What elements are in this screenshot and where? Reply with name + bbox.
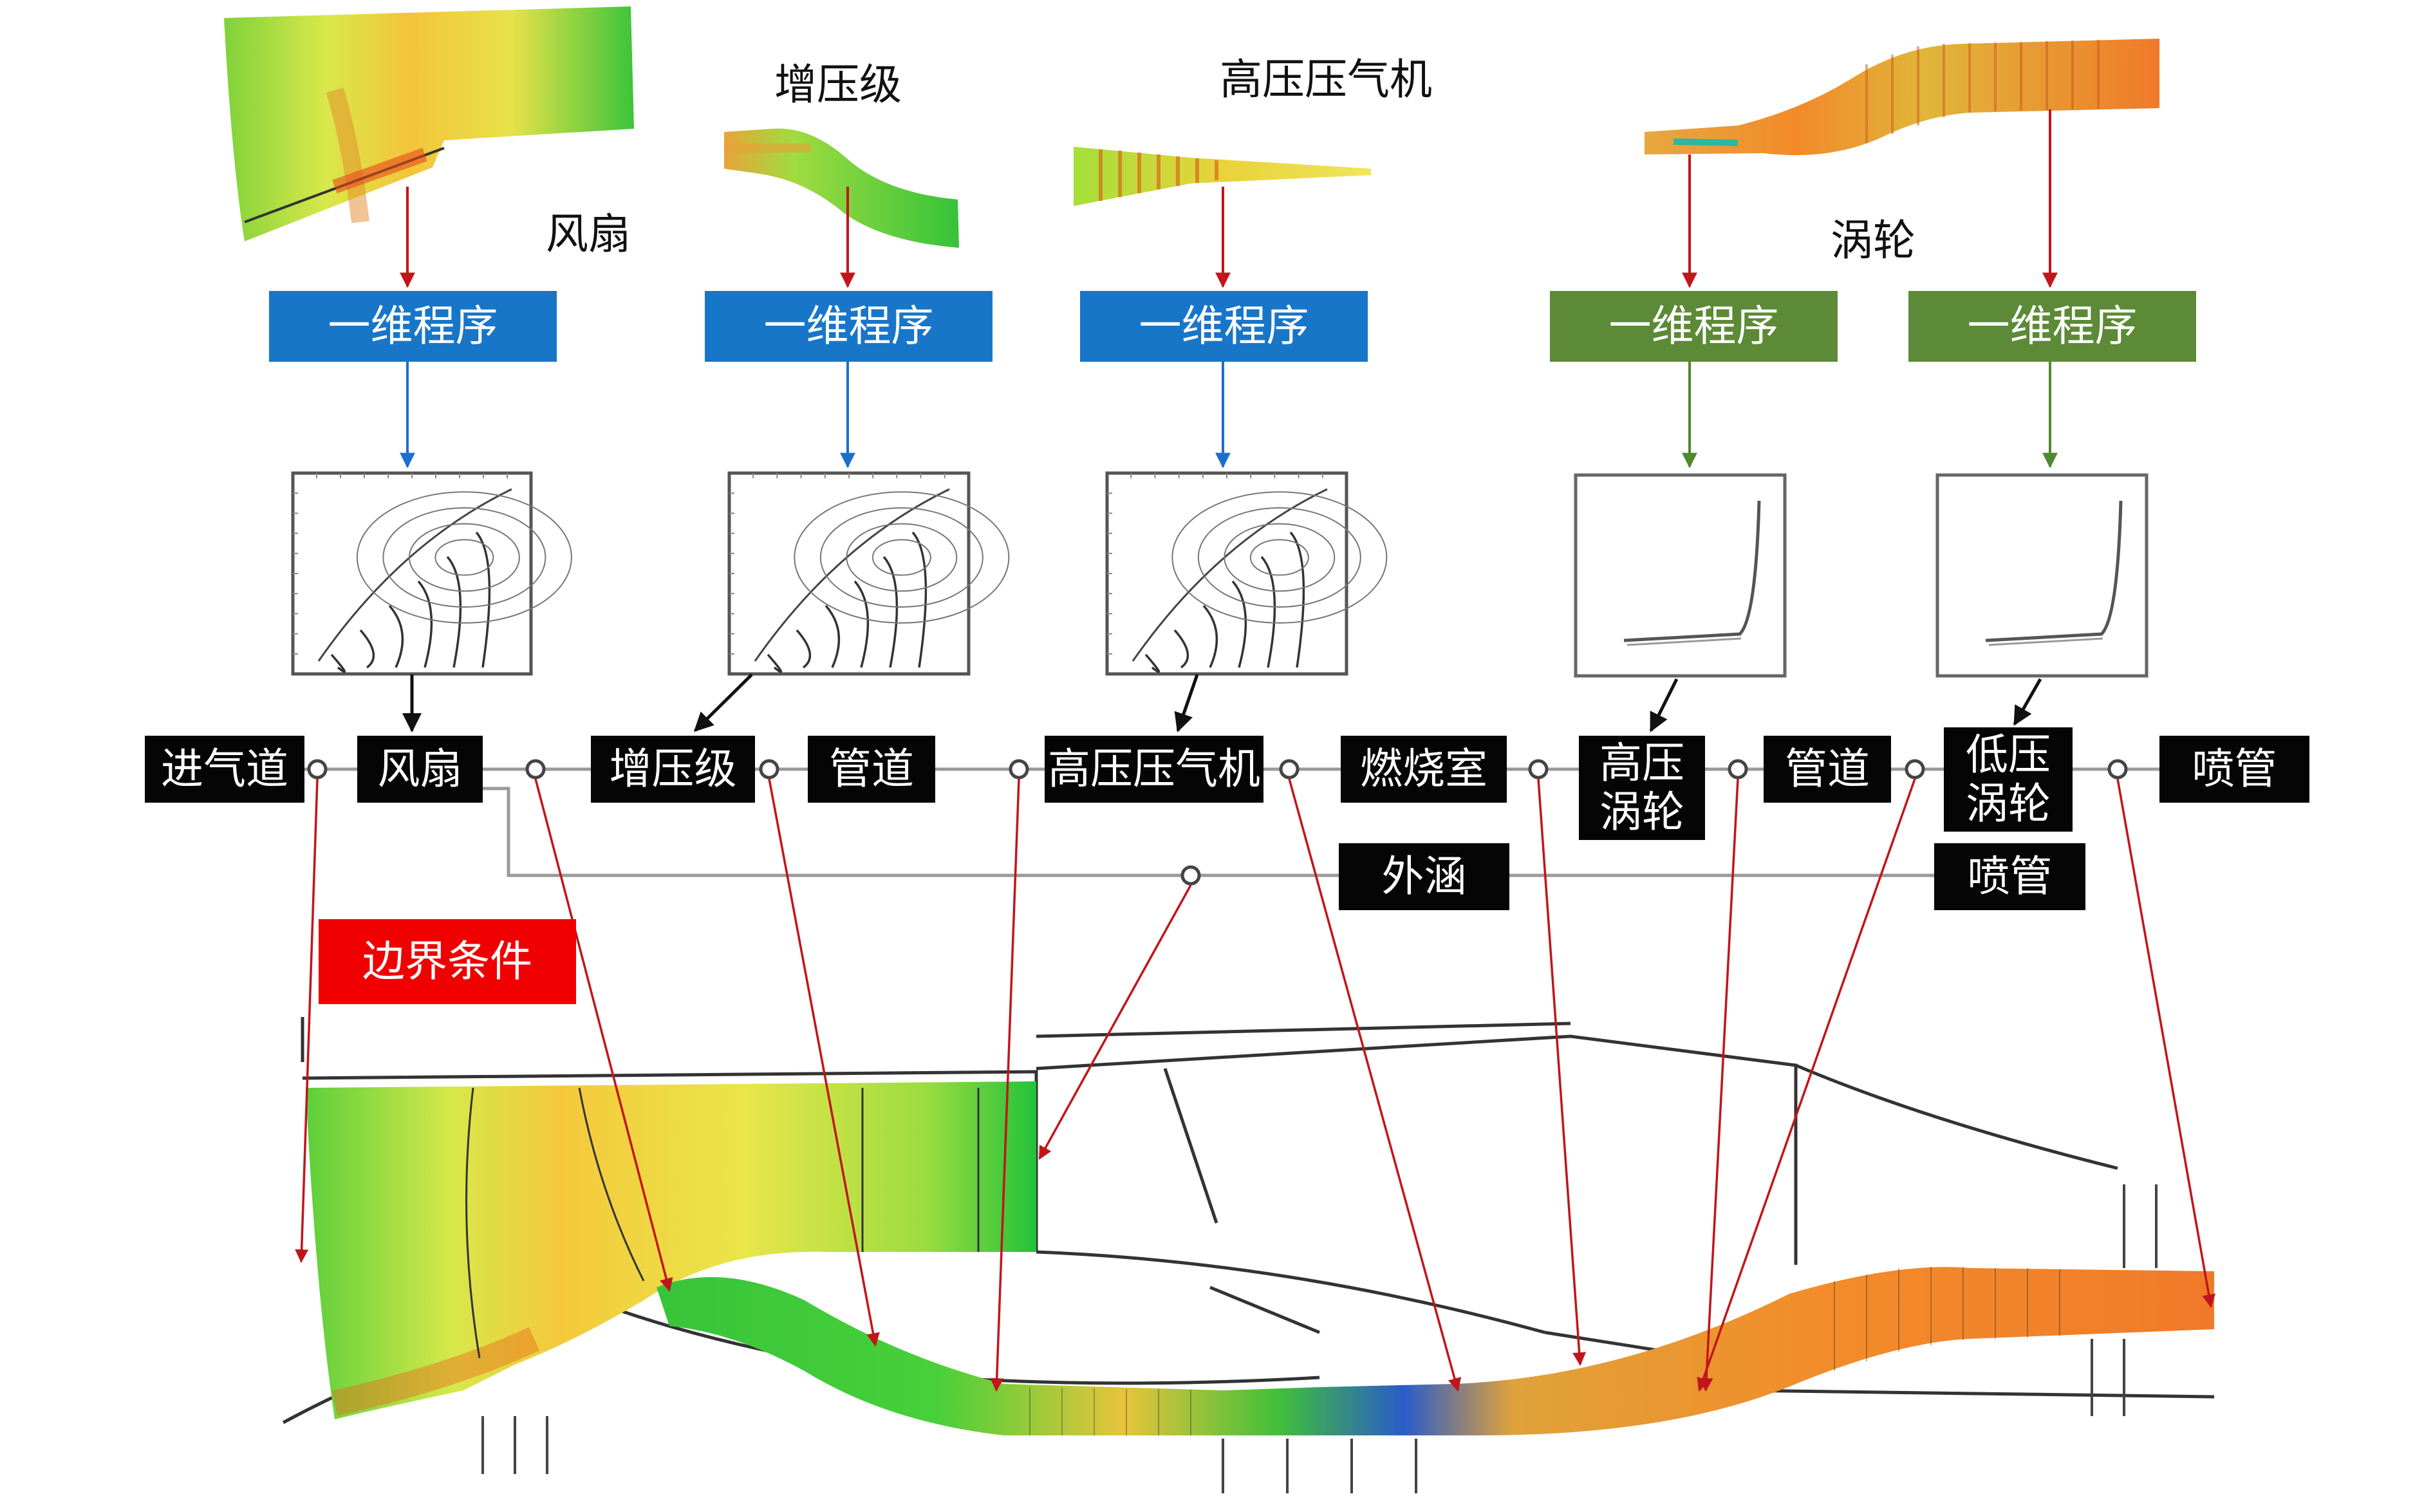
node-inlet: 进气道 [145, 736, 304, 803]
image-to-program-arrows [400, 109, 2058, 288]
node-lpt: 低压 涡轮 [1944, 727, 2073, 832]
turbine-maps [1574, 473, 2149, 678]
label-turbine: 涡轮 [1831, 216, 1916, 265]
program-to-map-arrows-green [1682, 360, 2058, 469]
engine-cross-section [282, 1017, 2215, 1493]
flow-junctions [307, 759, 2128, 886]
node-bypass-nozzle: 喷管 [1934, 843, 2085, 910]
boundary-condition-arrows [295, 778, 2216, 1392]
node-booster: 增压级 [591, 736, 755, 803]
program-box-hpt: 一维程序 [1550, 291, 1838, 362]
node-lpt-line2: 涡轮 [1966, 779, 2051, 828]
program-box-booster: 一维程序 [705, 291, 993, 362]
map-to-node-arrows [402, 673, 2042, 733]
compressor-map-0 [291, 471, 572, 676]
boundary-condition-box: 边界条件 [319, 919, 576, 1004]
label-fan: 风扇 [546, 209, 631, 259]
program-box-fan: 一维程序 [269, 291, 557, 362]
node-hpt: 高压 涡轮 [1579, 736, 1705, 840]
node-bypass: 外涵 [1339, 843, 1509, 910]
program-box-lpt: 一维程序 [1908, 291, 2196, 362]
program-box-hpc: 一维程序 [1080, 291, 1368, 362]
turbine-map-1 [1935, 473, 2149, 678]
fan-cfd-image [224, 6, 634, 241]
compressor-maps [291, 471, 1388, 676]
node-lpt-line1: 低压 [1966, 730, 2051, 780]
node-hpt-line2: 涡轮 [1599, 787, 1684, 837]
node-core-nozzle: 喷管 [2159, 736, 2309, 803]
compressor-map-1 [727, 471, 1010, 676]
node-hpt-line1: 高压 [1599, 738, 1684, 789]
compressor-map-2 [1105, 471, 1388, 676]
label-hpc: 高压压气机 [1220, 55, 1432, 104]
node-duct-2: 管道 [1764, 736, 1891, 803]
turbine-map-0 [1574, 473, 1787, 678]
hpc-cfd-image [1074, 147, 1371, 206]
booster-cfd-image [724, 128, 959, 248]
node-hpc: 高压压气机 [1045, 736, 1263, 803]
node-fan: 风扇 [357, 736, 483, 803]
node-duct-1: 管道 [808, 736, 935, 803]
node-combustor: 燃烧室 [1341, 736, 1507, 803]
turbine-cfd-image [1645, 39, 2159, 156]
label-booster: 增压级 [774, 60, 902, 109]
program-to-map-arrows-blue [400, 360, 1231, 469]
